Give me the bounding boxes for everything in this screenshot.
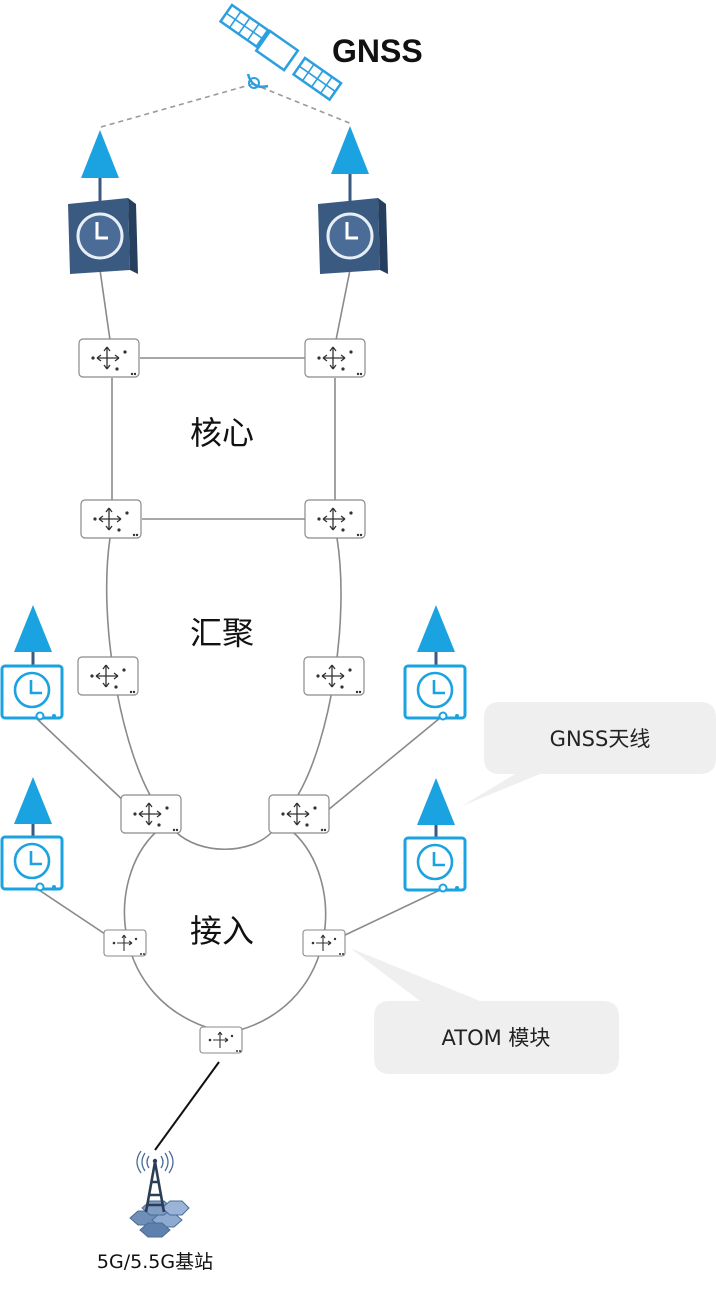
atom-module-icon xyxy=(199,1026,243,1054)
atom-module-icon xyxy=(103,929,147,957)
base-station-link xyxy=(154,1061,220,1151)
gnss-antenna-icon xyxy=(14,777,52,838)
router-icon xyxy=(120,794,182,834)
satellite-icon xyxy=(100,3,353,128)
router-icon xyxy=(80,499,142,539)
clock-icon xyxy=(403,836,467,893)
satellite-label: GNSS xyxy=(332,33,423,69)
router-icon xyxy=(268,794,330,834)
router-icon xyxy=(78,338,140,378)
clock-icon xyxy=(0,664,64,721)
clock-icon xyxy=(403,664,467,721)
gnss-antenna-icon xyxy=(81,130,119,202)
callout-atom-module-text: ATOM 模块 xyxy=(442,1026,551,1050)
callout-gnss-antenna: GNSS天线 xyxy=(462,702,716,806)
base-station-label: 5G/5.5G基站 xyxy=(97,1251,213,1273)
gnss-antenna-icon xyxy=(331,126,369,202)
clock-server-icon xyxy=(318,198,388,274)
router-icon xyxy=(304,338,366,378)
gnss-antenna-icon xyxy=(417,605,455,668)
callout-gnss-antenna-text: GNSS天线 xyxy=(550,727,651,751)
zone-label-aggregation: 汇聚 xyxy=(190,614,254,652)
router-icon xyxy=(304,499,366,539)
zone-label-core: 核心 xyxy=(190,414,254,452)
router-icon xyxy=(77,656,139,696)
callout-atom-module: ATOM 模块 xyxy=(350,948,619,1074)
clock-icon xyxy=(0,835,64,892)
gnss-antenna-icon xyxy=(417,778,455,840)
cell-tower-icon xyxy=(129,1150,190,1238)
gnss-antenna-icon xyxy=(14,605,52,668)
clock-server-icon xyxy=(68,198,138,274)
zone-label-access: 接入 xyxy=(190,912,254,950)
router-icon xyxy=(303,656,365,696)
atom-module-icon xyxy=(302,929,346,957)
network-links xyxy=(35,269,441,1031)
